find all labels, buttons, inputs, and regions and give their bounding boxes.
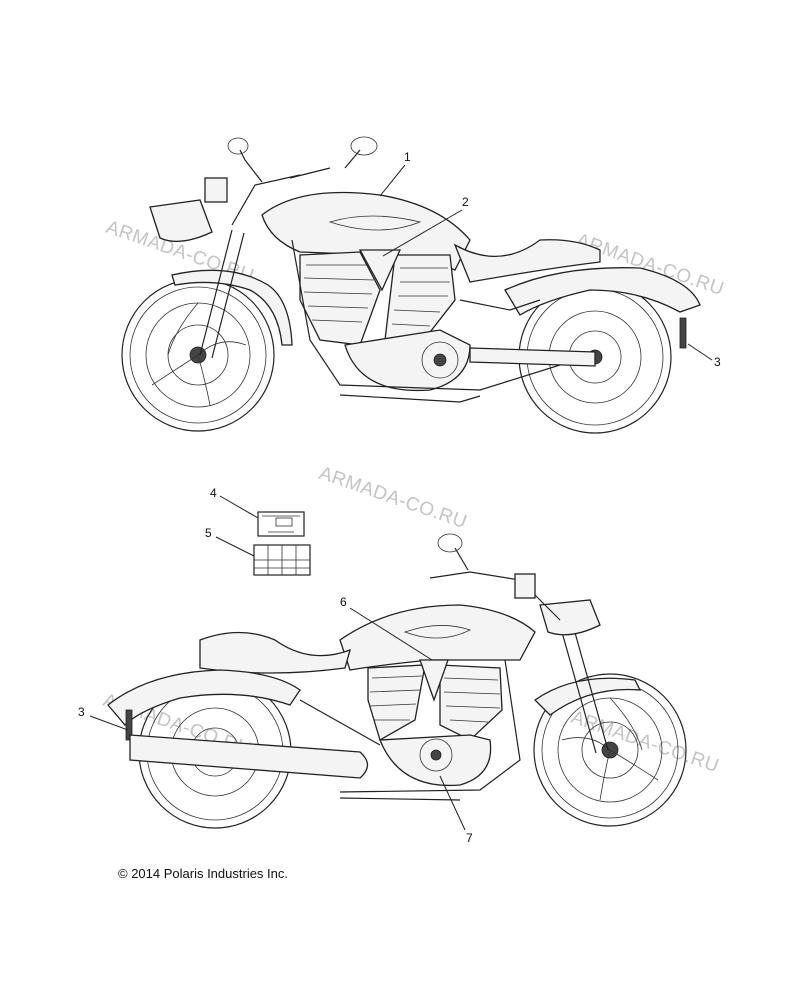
watermark: ARMADA-CO.RU (316, 463, 469, 533)
decal-5 (253, 544, 311, 576)
callout-3-top: 3 (714, 355, 721, 369)
front-wheel (121, 278, 275, 432)
engine (299, 249, 471, 392)
callout-6: 6 (340, 595, 347, 609)
callout-7: 7 (466, 831, 473, 845)
motorcycle-left-side-view (121, 136, 701, 434)
callout-2: 2 (462, 195, 469, 209)
engine (367, 659, 503, 787)
motorcycle-right-side-view (107, 533, 687, 829)
callout-4: 4 (210, 486, 217, 500)
watermark: ARMADA-CO.RU (568, 707, 721, 777)
callout-5: 5 (205, 526, 212, 540)
callout-1: 1 (404, 150, 411, 164)
callout-3-bottom: 3 (78, 705, 85, 719)
copyright-notice: © 2014 Polaris Industries Inc. (118, 866, 288, 881)
front-wheel (533, 673, 687, 827)
decal-4 (257, 511, 305, 537)
